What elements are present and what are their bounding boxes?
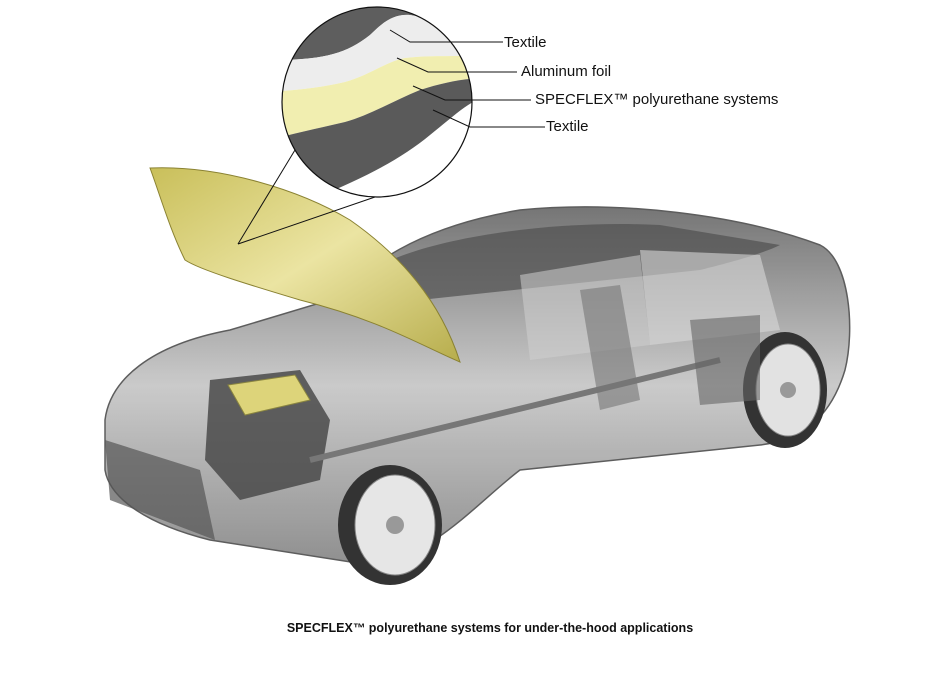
label-textile-bottom: Textile (546, 118, 589, 135)
label-textile-top: Textile (504, 34, 547, 51)
cross-section-magnifier (282, 7, 472, 197)
engine (205, 285, 760, 500)
raised-hood (149, 167, 461, 363)
label-specflex: SPECFLEX™ polyurethane systems (535, 91, 779, 108)
label-aluminum-foil: Aluminum foil (521, 63, 612, 80)
figure-caption: SPECFLEX™ polyurethane systems for under… (286, 621, 694, 635)
front-wheel (338, 465, 442, 585)
